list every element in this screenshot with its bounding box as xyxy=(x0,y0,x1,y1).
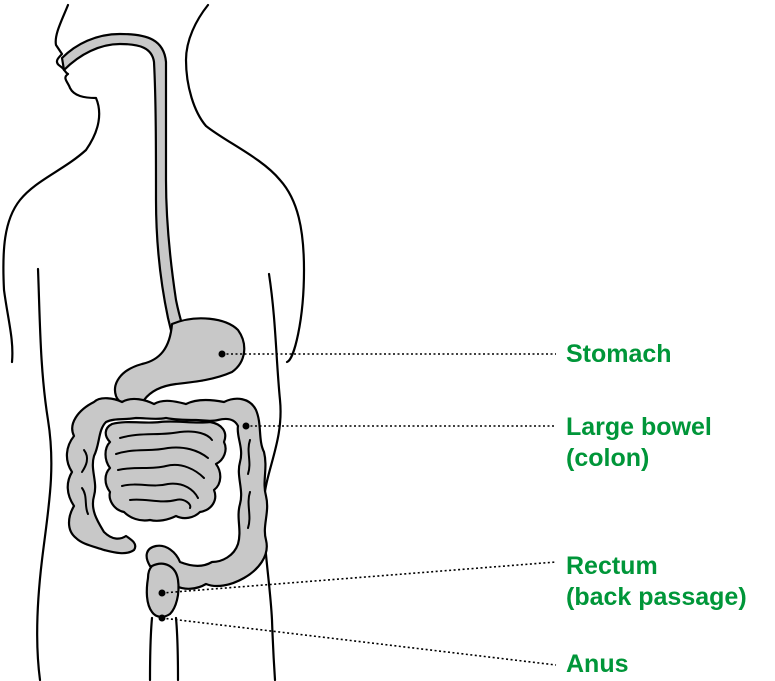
label-large-bowel-line1: Large bowel xyxy=(566,412,712,443)
label-stomach: Stomach xyxy=(566,339,672,370)
oesophagus xyxy=(62,34,194,360)
label-rectum: Rectum (back passage) xyxy=(566,551,747,613)
rectum-dot xyxy=(159,590,166,597)
large-bowel-dot xyxy=(243,423,250,430)
stomach-dot xyxy=(219,351,226,358)
anus-leader xyxy=(162,618,556,665)
label-rectum-line2: (back passage) xyxy=(566,582,747,613)
label-large-bowel: Large bowel (colon) xyxy=(566,412,712,474)
label-rectum-line1: Rectum xyxy=(566,551,747,582)
label-stomach-line1: Stomach xyxy=(566,339,672,370)
stomach xyxy=(115,318,244,405)
label-large-bowel-line2: (colon) xyxy=(566,443,712,474)
label-anus: Anus xyxy=(566,649,629,680)
anus-dot xyxy=(159,615,166,622)
label-anus-line1: Anus xyxy=(566,649,629,680)
